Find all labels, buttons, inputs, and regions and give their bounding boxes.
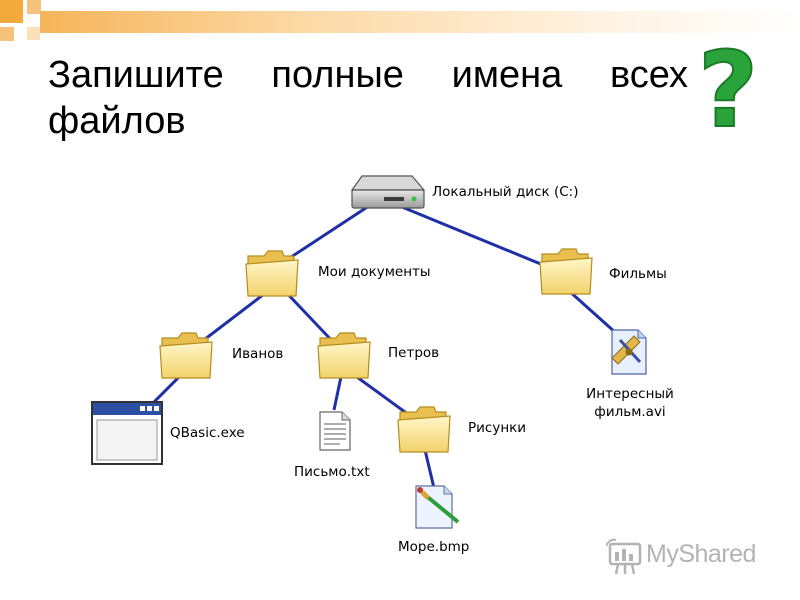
file-label-qbasic: QBasic.exe	[170, 425, 245, 441]
file-label-movie-line2: фильм.avi	[594, 404, 665, 420]
folder-icon	[317, 332, 371, 379]
myshared-logo-icon	[606, 538, 642, 575]
watermark-brand: MyShared	[646, 540, 756, 568]
folder-icon	[159, 332, 213, 379]
connector-line	[280, 286, 338, 347]
slide-title: Запишите полные имена всех файлов	[48, 54, 688, 142]
bitmap-image-icon	[415, 485, 460, 529]
accent-square	[0, 0, 23, 23]
folder-label-pictures: Рисунки	[468, 420, 526, 436]
header-gradient-bar	[40, 11, 800, 33]
file-label-sea: Море.bmp	[398, 539, 469, 555]
file-label-letter: Письмо.txt	[294, 464, 370, 480]
folder-label-my-documents: Мои документы	[318, 264, 431, 280]
folder-icon	[245, 250, 299, 297]
folder-label-films: Фильмы	[609, 266, 667, 282]
accent-square	[27, 0, 41, 14]
connector-line	[281, 198, 379, 265]
hard-disk-icon	[350, 175, 426, 209]
connector-line	[384, 198, 549, 269]
folder-icon	[397, 406, 451, 453]
application-window-icon	[91, 401, 163, 465]
question-mark-icon: ?	[697, 30, 759, 140]
folder-label-petrov: Петров	[388, 345, 439, 361]
tree-connectors	[142, 198, 628, 489]
connector-line	[195, 286, 273, 348]
folder-icon	[539, 248, 593, 295]
file-label-movie-line1: Интересный	[586, 386, 674, 402]
video-file-icon	[611, 329, 647, 375]
accent-square	[0, 27, 14, 41]
text-document-icon	[319, 411, 351, 451]
accent-square	[27, 27, 40, 40]
connector-line	[423, 449, 436, 489]
folder-label-ivanov: Иванов	[232, 346, 283, 362]
svg-text:?: ?	[698, 30, 758, 140]
disk-label: Локальный диск (C:)	[432, 184, 578, 200]
